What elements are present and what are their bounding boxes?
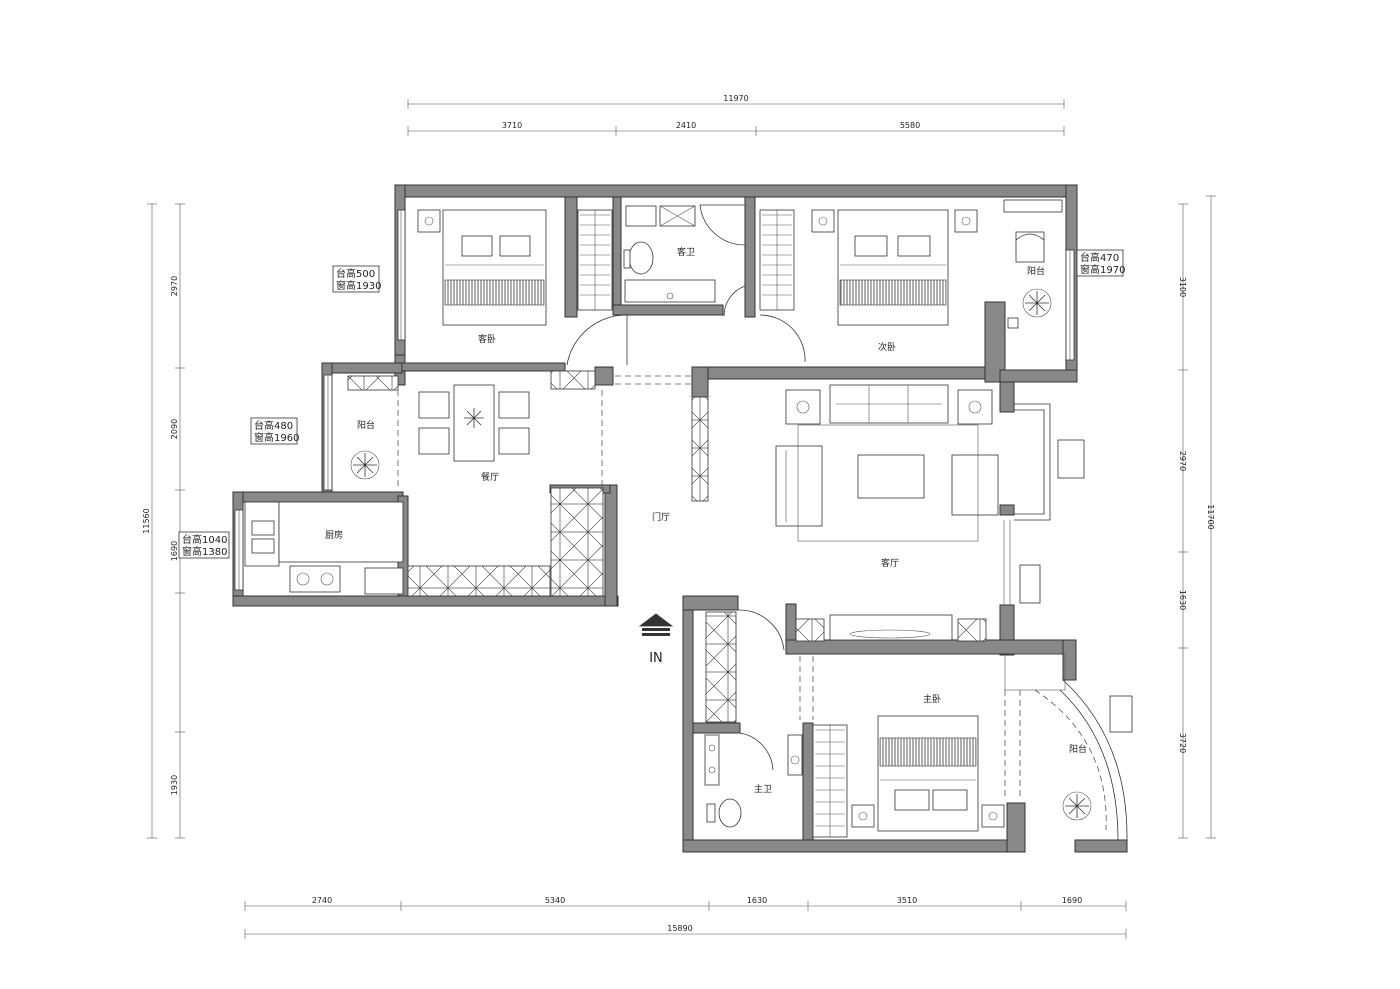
dim-bottom-seg-3: 1630 xyxy=(747,896,767,905)
dim-bottom-seg-4: 3510 xyxy=(897,896,917,905)
centerpiece-icon xyxy=(464,408,484,428)
room-label-secondary-bathroom: 客卫 xyxy=(677,246,695,258)
dim-left-seg-2: 2090 xyxy=(170,419,179,439)
note-bedroom-left: 台高500 窗高1930 xyxy=(332,265,381,293)
room-label-kitchen: 厨房 xyxy=(325,529,343,541)
dimension-bottom: 2740 5340 1630 3510 1690 15890 xyxy=(244,896,1127,939)
master-bath: 主卫 xyxy=(704,732,803,828)
secondary-bedroom: 客卧 xyxy=(417,209,628,366)
wardrobe-2-hangers xyxy=(762,210,792,310)
foyer: 门厅 IN xyxy=(615,375,709,666)
dim-left-total: 11560 xyxy=(142,508,151,533)
dim-left-seg-3: 1690 xyxy=(170,541,179,561)
plant-icon-west xyxy=(350,450,380,480)
room-label-foyer: 门厅 xyxy=(652,511,670,523)
balcony-south: 阳台 xyxy=(1004,653,1092,821)
note-window-height-balcony-west: 窗高1960 xyxy=(254,431,299,444)
kitchen: 厨房 xyxy=(244,501,551,597)
dim-right-seg-4: 3720 xyxy=(1178,733,1187,753)
dim-top-seg-2: 2410 xyxy=(676,121,696,130)
room-label-dining: 餐厅 xyxy=(481,471,499,483)
note-balcony-west: 台高480 窗高1960 xyxy=(250,417,299,445)
room-label-balcony-south: 阳台 xyxy=(1069,743,1087,755)
room-label-balcony-ne: 阳台 xyxy=(1027,265,1045,277)
dim-right-seg-2: 2970 xyxy=(1178,451,1187,471)
dim-bottom-total: 15890 xyxy=(667,924,692,933)
entrance-arrow-icon xyxy=(638,613,674,636)
dining-room: 餐厅 xyxy=(418,370,604,597)
second-bedroom: 次卧 xyxy=(759,209,978,363)
note-sill-height-balcony-ne: 台高470 xyxy=(1080,251,1119,264)
room-label-balcony-west: 阳台 xyxy=(357,419,375,431)
dim-right-seg-1: 3100 xyxy=(1178,277,1187,297)
room-label-master-bedroom: 主卧 xyxy=(923,693,941,705)
dim-top-seg-3: 5580 xyxy=(900,121,920,130)
dim-bottom-seg-5: 1690 xyxy=(1062,896,1082,905)
dim-top-seg-1: 3710 xyxy=(502,121,522,130)
note-sill-height-kitchen: 台高1040 xyxy=(182,533,227,546)
living-room: 客厅 xyxy=(775,384,999,642)
wardrobe-3-hangers xyxy=(815,725,845,837)
balcony-west: 阳台 xyxy=(347,375,399,490)
dim-left-seg-1: 2970 xyxy=(170,276,179,296)
dimension-right: 3100 2970 1630 3720 11700 xyxy=(1178,195,1216,839)
room-label-second-bedroom: 次卧 xyxy=(878,341,896,353)
room-label-secondary-bedroom: 客卧 xyxy=(478,333,496,345)
entrance-label: IN xyxy=(649,651,663,666)
walls xyxy=(232,184,1128,853)
master-bedroom: 主卧 xyxy=(705,609,1021,838)
note-sill-height-balcony-west: 台高480 xyxy=(254,419,293,432)
dim-right-seg-3: 1630 xyxy=(1178,590,1187,610)
note-window-height-kitchen: 窗高1380 xyxy=(182,545,227,558)
balcony-north-east: 阳台 xyxy=(1003,199,1063,329)
dim-top-total: 11970 xyxy=(723,94,748,103)
note-window-height-balcony-ne: 窗高1970 xyxy=(1080,263,1125,276)
note-sill-height-bedroom: 台高500 xyxy=(336,267,375,280)
secondary-bathroom: 客卫 xyxy=(623,204,746,317)
plant-icon-south xyxy=(1062,791,1092,821)
note-balcony-ne: 台高470 窗高1970 xyxy=(1076,249,1125,277)
dim-left-seg-4: 1930 xyxy=(170,775,179,795)
dim-bottom-seg-2: 5340 xyxy=(545,896,565,905)
note-window-height-bedroom: 窗高1930 xyxy=(336,279,381,292)
dimension-top: 11970 3710 2410 5580 xyxy=(407,94,1065,136)
room-label-master-bath: 主卫 xyxy=(754,783,772,795)
note-kitchen: 台高1040 窗高1380 xyxy=(178,531,230,559)
window-tags xyxy=(1019,439,1133,733)
wardrobe-hangers xyxy=(580,210,610,310)
dim-bottom-seg-1: 2740 xyxy=(312,896,332,905)
dim-right-total: 11700 xyxy=(1206,504,1215,529)
room-label-living: 客厅 xyxy=(881,557,899,569)
windows xyxy=(234,209,1128,841)
dimension-left: 11560 2970 2090 1690 1930 xyxy=(142,203,185,839)
plant-icon xyxy=(1022,288,1052,318)
